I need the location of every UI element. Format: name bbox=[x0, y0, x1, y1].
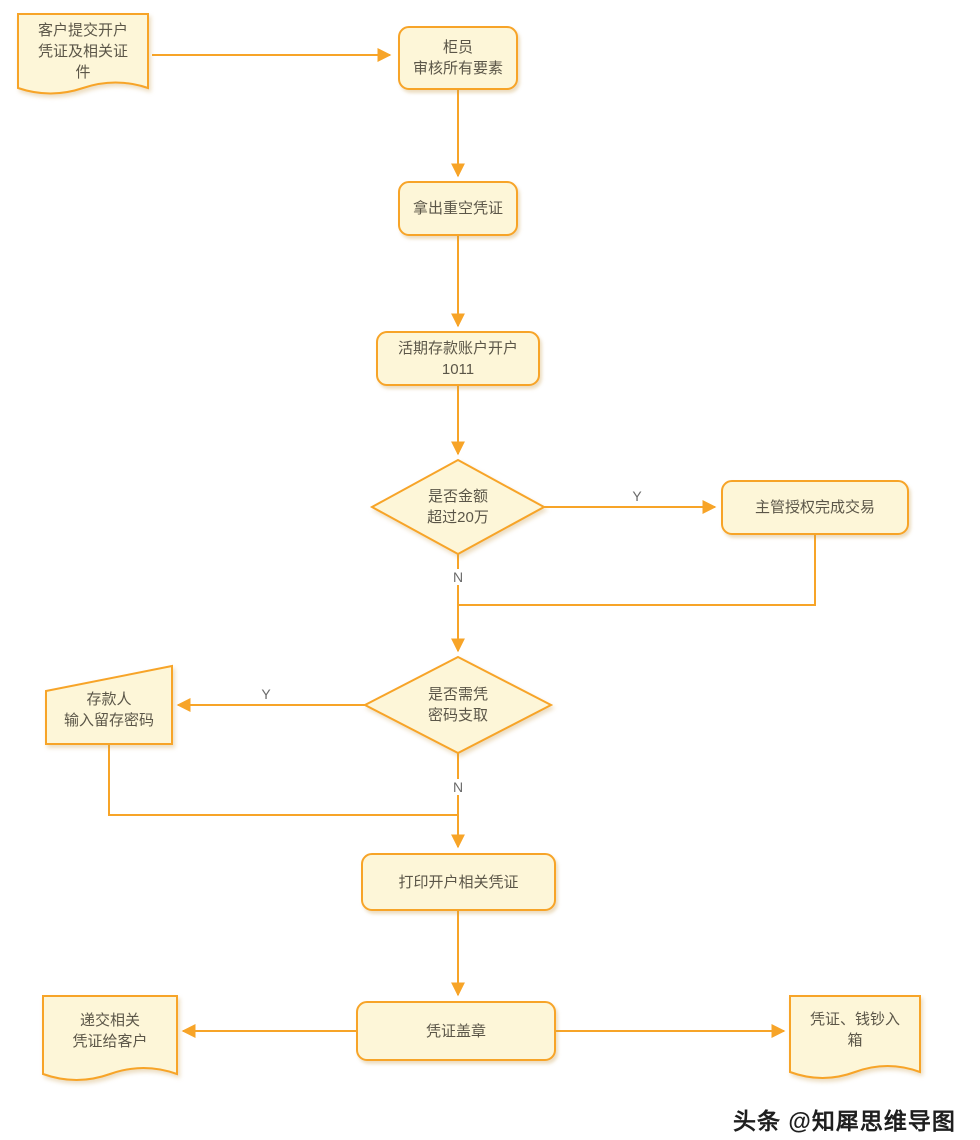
watermark-text: 头条 @知犀思维导图 bbox=[733, 1108, 956, 1134]
node-stamp-voucher-label: 凭证盖章 bbox=[425, 1022, 486, 1040]
edge-label-password-yes: Y bbox=[261, 686, 271, 702]
node-open-current-account-label: 活期存款账户开户 1011 bbox=[397, 339, 518, 378]
node-take-blank-voucher: 拿出重空凭证 bbox=[398, 181, 518, 236]
node-teller-review-label: 柜员 审核所有要素 bbox=[412, 39, 503, 77]
connector-supervisor-return bbox=[458, 535, 816, 606]
document-shape-deliver-to-customer bbox=[42, 995, 178, 1081]
diamond-shape-decision-password bbox=[362, 655, 554, 755]
edge-label-amount-no: N bbox=[449, 569, 467, 585]
node-supervisor-authorize-label: 主管授权完成交易 bbox=[754, 499, 875, 516]
node-stamp-voucher: 凭证盖章 bbox=[356, 1001, 556, 1061]
document-shape-voucher-cash-box bbox=[789, 995, 921, 1079]
node-teller-review: 柜员 审核所有要素 bbox=[398, 26, 518, 90]
node-print-vouchers-label: 打印开户相关凭证 bbox=[398, 873, 519, 891]
document-shape-customer-submit bbox=[17, 13, 149, 95]
node-print-vouchers: 打印开户相关凭证 bbox=[361, 853, 556, 911]
node-supervisor-authorize: 主管授权完成交易 bbox=[721, 480, 909, 535]
edge-label-amount-yes: Y bbox=[632, 488, 642, 504]
node-open-current-account: 活期存款账户开户 1011 bbox=[376, 331, 540, 386]
diamond-shape-decision-amount bbox=[369, 458, 547, 556]
manual-input-shape-depositor-password bbox=[45, 664, 173, 745]
edge-label-password-no: N bbox=[449, 779, 467, 795]
connector-password-return bbox=[108, 744, 458, 816]
node-take-blank-voucher-label: 拿出重空凭证 bbox=[412, 200, 503, 217]
